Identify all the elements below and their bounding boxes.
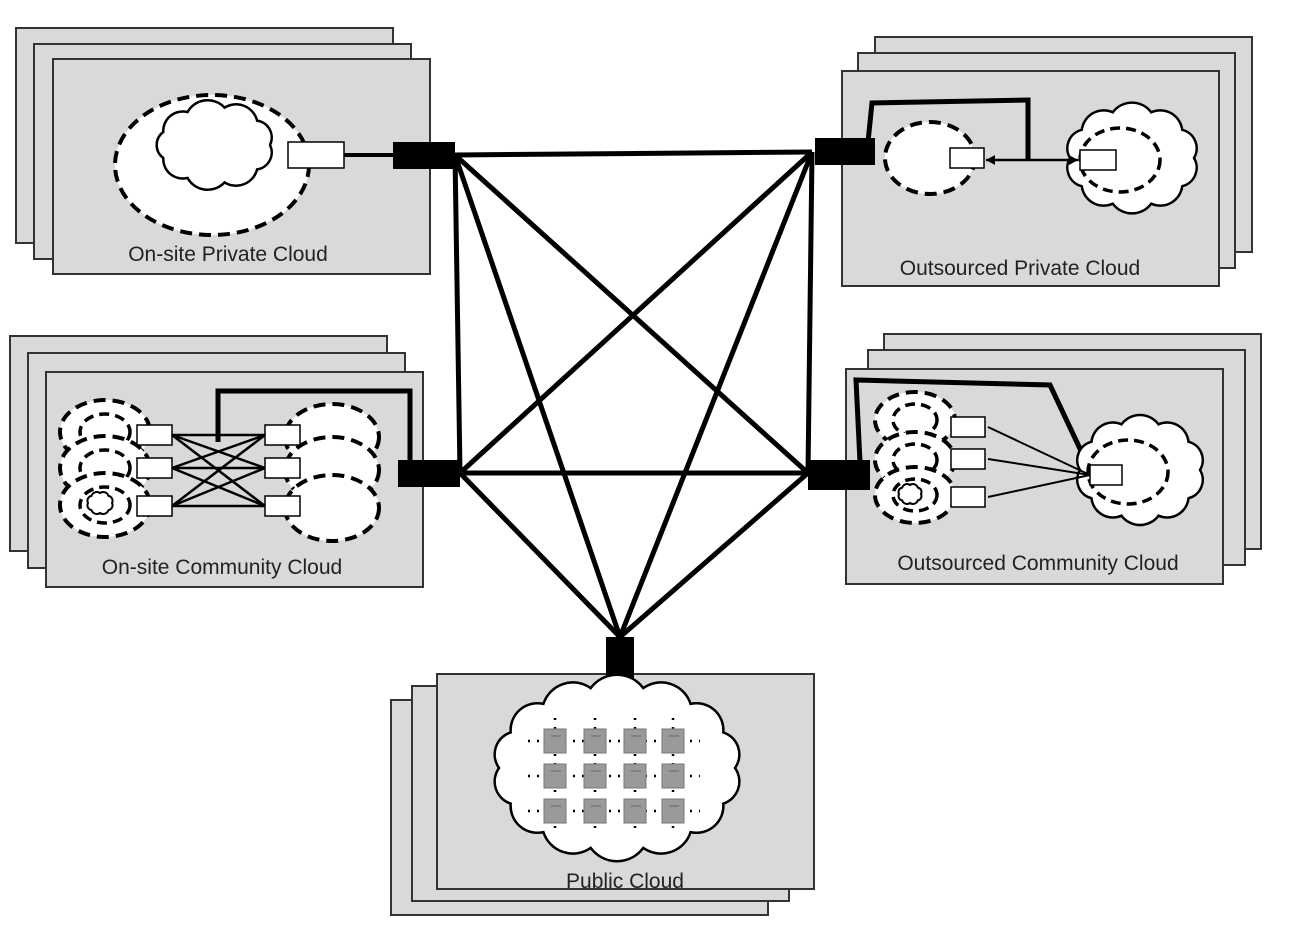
link xyxy=(171,433,266,470)
server-icon xyxy=(543,763,567,789)
cloud-icon xyxy=(493,673,741,863)
server-icon xyxy=(583,763,607,789)
server-icon xyxy=(661,763,685,789)
server-icon xyxy=(623,728,647,754)
link-outsourced-community-public xyxy=(618,471,810,639)
gateway-box xyxy=(950,448,986,470)
label-onsite-community: On-site Community Cloud xyxy=(102,556,342,579)
server-icon xyxy=(661,798,685,824)
gateway-box xyxy=(264,424,301,446)
gateway-box xyxy=(1089,464,1123,486)
link-onsite-private-public xyxy=(452,154,623,638)
link-onsite-private-onsite-community xyxy=(452,154,463,474)
cloud-icon xyxy=(897,483,923,505)
server-icon xyxy=(543,728,567,754)
link-outsourced-private-public xyxy=(617,151,815,638)
label-outsourced-community: Outsourced Community Cloud xyxy=(897,552,1178,575)
gateway-box xyxy=(1079,149,1117,171)
gateway-box xyxy=(950,416,986,438)
link-outsourced-private-outsourced-community xyxy=(805,151,815,474)
label-public: Public Cloud xyxy=(566,870,684,893)
connector-outsourced-private xyxy=(815,138,875,165)
link xyxy=(987,474,1091,498)
link xyxy=(853,377,1093,472)
member-boundary xyxy=(891,442,939,478)
gateway-box xyxy=(136,457,173,479)
gateway-box xyxy=(264,495,301,517)
server-icon xyxy=(543,798,567,824)
server-icon xyxy=(661,728,685,754)
member-boundary xyxy=(891,477,939,513)
link-outsourced-private-onsite-community xyxy=(458,150,814,475)
member-boundary xyxy=(891,402,939,438)
server-icon xyxy=(623,798,647,824)
connector-outsourced-community xyxy=(808,460,870,490)
interconnect-lines xyxy=(452,149,815,639)
gateway-box xyxy=(287,141,345,169)
server-icon xyxy=(583,798,607,824)
gateway-box xyxy=(136,495,173,517)
gateway-box xyxy=(950,486,986,508)
link xyxy=(215,388,413,462)
server-icon xyxy=(583,728,607,754)
link-onsite-community-public xyxy=(458,471,622,639)
community-member xyxy=(283,473,381,543)
gateway-box xyxy=(136,424,173,446)
label-outsourced-private: Outsourced Private Cloud xyxy=(900,257,1140,280)
link-onsite-private-outsourced-private xyxy=(454,149,813,158)
link xyxy=(171,466,266,508)
cloud-icon xyxy=(155,98,273,192)
connector-onsite-private xyxy=(393,142,455,169)
gateway-box xyxy=(264,457,301,479)
member-boundary xyxy=(78,485,132,525)
community-boundary xyxy=(1086,438,1170,506)
gateway-box xyxy=(949,147,985,169)
link xyxy=(987,458,1091,476)
server-icon xyxy=(623,763,647,789)
connector-onsite-community xyxy=(398,460,460,487)
server-grid xyxy=(528,718,700,832)
link xyxy=(171,434,266,507)
cloud-icon xyxy=(86,491,114,515)
link xyxy=(865,97,1031,160)
label-onsite-private: On-site Private Cloud xyxy=(128,243,328,266)
link xyxy=(987,426,1091,476)
